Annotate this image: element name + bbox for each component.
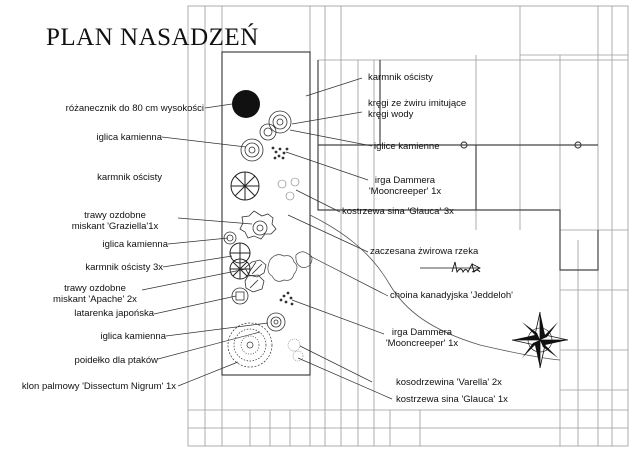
label-poidelko: poidełko dla ptaków — [74, 355, 158, 366]
label-irga-2-line2: 'Mooncreeper' 1x — [385, 338, 459, 349]
plant-symbols — [223, 90, 313, 368]
label-irga-1: irga Dammera 'Mooncreeper' 1x — [350, 175, 460, 197]
label-trawy-2-line1: trawy ozdobne — [64, 283, 126, 294]
rhododendron-symbol — [232, 90, 260, 118]
label-irga-1-line1: irga Dammera — [374, 175, 436, 186]
label-kregi: kręgi ze żwiru imitujące kręgi wody — [368, 98, 466, 120]
label-klon: klon palmowy 'Dissectum Nigrum' 1x — [21, 381, 176, 392]
garden-bed-outline — [221, 51, 311, 376]
page-title: PLAN NASADZEŃ — [46, 24, 259, 51]
label-iglice-right: iglice kamienne — [374, 141, 440, 152]
handwritten-signature-icon — [451, 261, 481, 274]
label-kregi-line1: kręgi ze żwiru imitujące — [368, 98, 467, 109]
label-iglica-1: iglica kamienna — [96, 132, 162, 143]
gravel-ring-symbol — [259, 110, 292, 141]
compass-rose-icon — [511, 311, 569, 369]
label-irga-1-line2: 'Mooncreeper' 1x — [368, 186, 442, 197]
leader-lines — [141, 77, 393, 400]
label-kregi-line2: kręgi wody — [368, 109, 414, 120]
irga-symbol-2 — [279, 291, 294, 306]
label-karmnik-3x: karmnik ościsty 3x — [85, 262, 163, 273]
miskant-apache-symbol — [244, 259, 267, 293]
choina-symbol — [267, 251, 313, 282]
kosodrzewina-symbol — [287, 338, 304, 362]
gravel-stream — [309, 214, 561, 361]
label-karmnik-1: karmnik ościsty — [97, 172, 162, 183]
house-terrace — [317, 60, 599, 271]
label-kostrzewa-1: kostrzewa sina 'Glauca' 3x — [342, 206, 454, 217]
label-choina: choina kanadyjska 'Jeddeloh' — [390, 290, 513, 301]
paving-grid — [187, 5, 629, 447]
label-trawy-1-line1: trawy ozdobne — [84, 210, 146, 221]
miskant-graziella-symbol — [239, 210, 277, 240]
label-trawy-2-line2: miskant 'Apache' 2x — [53, 294, 137, 305]
label-latarenka: latarenka japońska — [74, 308, 154, 319]
label-trawy-1-line2: miskant 'Graziella'1x — [71, 221, 159, 232]
label-irga-2-line1: irga Dammera — [391, 327, 453, 338]
iglica-symbol — [240, 138, 264, 162]
label-iglica-2: iglica kamienna — [102, 239, 168, 250]
kostrzewa-symbol — [277, 177, 300, 201]
label-trawy-1: trawy ozdobne miskant 'Graziella'1x — [60, 210, 170, 232]
label-kostrzewa-2: kostrzewa sina 'Glauca' 1x — [396, 394, 508, 405]
klon-palmowy-symbol — [227, 322, 273, 368]
label-rzeka: zaczesana żwirowa rzeka — [370, 246, 479, 257]
label-iglica-3: iglica kamienna — [100, 331, 166, 342]
karmnik-3x-symbols — [229, 242, 251, 280]
label-karmnik-right: karmnik ościsty — [368, 72, 433, 83]
label-rozanecznik: różanecznik do 80 cm wysokości — [65, 103, 204, 114]
iglica-symbol-3 — [266, 312, 286, 332]
label-kosodrzewina: kosodrzewina 'Varella' 2x — [396, 377, 502, 388]
irga-symbol — [271, 146, 289, 160]
label-irga-2: irga Dammera 'Mooncreeper' 1x — [372, 327, 472, 349]
karmnik-symbol — [230, 171, 260, 201]
label-trawy-2: trawy ozdobne miskant 'Apache' 2x — [40, 283, 150, 305]
